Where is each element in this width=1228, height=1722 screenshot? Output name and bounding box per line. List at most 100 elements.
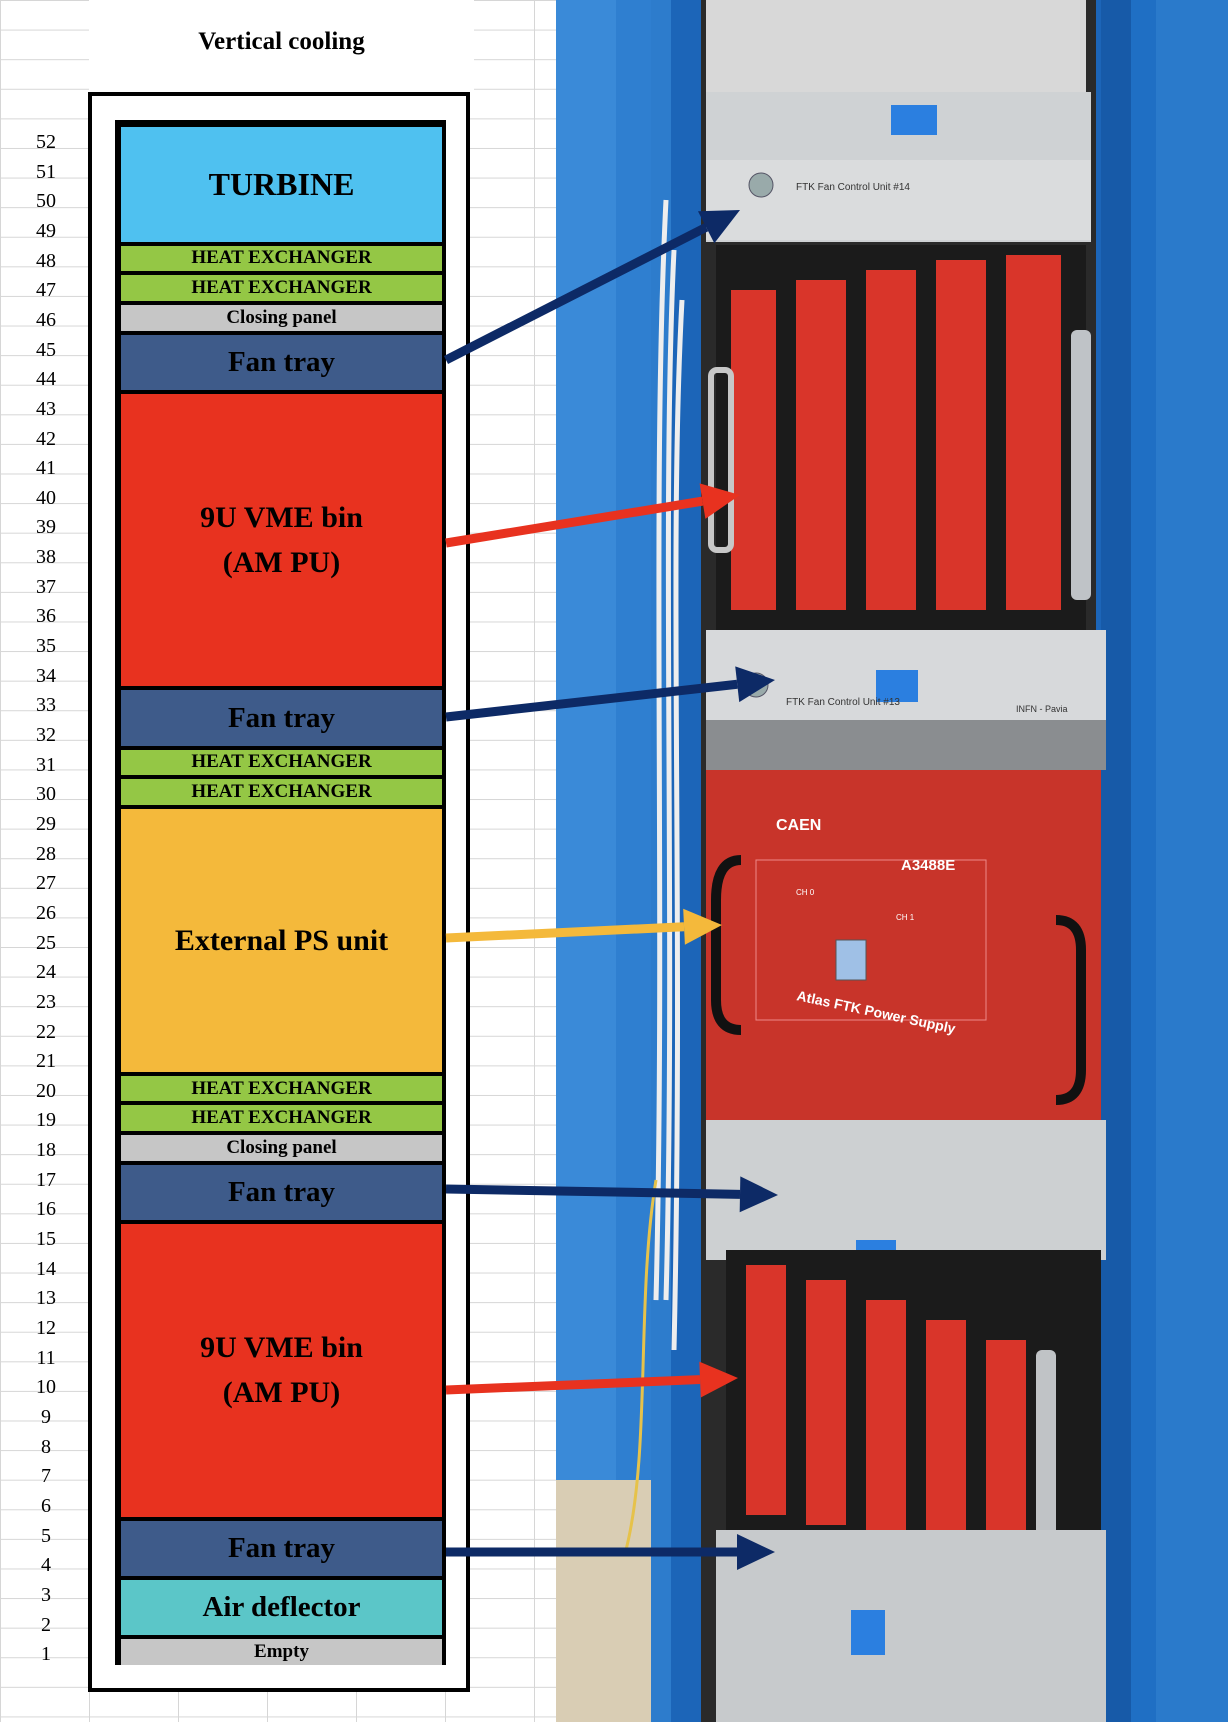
row-number: 33 <box>36 694 56 717</box>
row-number: 22 <box>36 1020 56 1043</box>
row-number: 48 <box>36 249 56 272</box>
cable-bundle <box>653 199 685 1351</box>
row-number: 7 <box>41 1465 51 1488</box>
row-number: 26 <box>36 901 56 924</box>
rack-photo: FTK Fan Control Unit #14 FTK Fan Control… <box>556 0 1228 1722</box>
row-number: 25 <box>36 931 56 954</box>
infn-label: INFN - Pavia <box>1016 704 1068 714</box>
arrow-vme-bin-1-head <box>699 483 740 519</box>
row-number: 41 <box>36 457 56 480</box>
row-number: 2 <box>41 1613 51 1636</box>
row-number: 30 <box>36 783 56 806</box>
block-fan-tray: Fan tray <box>121 1164 442 1221</box>
row-number: 38 <box>36 546 56 569</box>
row-number: 32 <box>36 724 56 746</box>
block-heat-exchanger: HEAT EXCHANGER <box>121 749 442 776</box>
fan-control-unit-14: FTK Fan Control Unit #14 <box>706 92 1091 242</box>
row-number: 17 <box>36 1168 56 1191</box>
block-9u-vme-bin-am-pu: 9U VME bin (AM PU) <box>121 393 442 687</box>
row-number: 43 <box>36 397 56 420</box>
block-heat-exchanger: HEAT EXCHANGER <box>121 1075 442 1102</box>
row-number: 52 <box>36 131 56 153</box>
vme-bin-top <box>708 245 1091 635</box>
block-closing-panel: Closing panel <box>121 304 442 331</box>
row-number: 45 <box>36 338 56 361</box>
block-air-deflector: Air deflector <box>121 1579 442 1636</box>
block-empty: Empty <box>121 1639 442 1665</box>
arrow-fan-tray-3-shaft <box>445 1184 741 1199</box>
turbine-unit <box>706 0 1086 100</box>
row-number: 35 <box>36 635 56 658</box>
row-number: 12 <box>36 1317 56 1339</box>
row-number: 47 <box>36 279 56 302</box>
model-label: A3488E <box>901 857 955 874</box>
block-fan-tray: Fan tray <box>121 1520 442 1576</box>
row-number: 18 <box>36 1139 56 1162</box>
row-number: 6 <box>41 1494 51 1517</box>
row-number: 21 <box>36 1050 56 1073</box>
block-closing-panel: Closing panel <box>121 1135 442 1161</box>
arrow-ps-unit-head <box>683 908 722 945</box>
row-number: 31 <box>36 753 56 776</box>
row-number: 49 <box>36 219 56 242</box>
arrow-vme-bin-2-shaft <box>445 1375 701 1395</box>
ch1-label: CH 1 <box>896 913 915 922</box>
row-number: 16 <box>36 1198 56 1221</box>
arrow-ps-unit-shaft <box>445 922 685 943</box>
row-number: 20 <box>36 1079 56 1102</box>
row-number: 14 <box>36 1257 56 1280</box>
row-number: 34 <box>36 664 56 687</box>
row-number: 13 <box>36 1287 56 1310</box>
row-number: 24 <box>36 961 56 984</box>
row-number: 15 <box>36 1228 56 1251</box>
vme-bin-lower <box>726 1250 1101 1550</box>
row-number: 50 <box>36 190 56 213</box>
row-number: 4 <box>41 1554 51 1577</box>
arrow-vme-bin-2-head <box>699 1361 738 1398</box>
block-heat-exchanger: HEAT EXCHANGER <box>121 245 442 272</box>
row-number: 19 <box>36 1109 56 1132</box>
title-cell <box>89 0 474 92</box>
row-number: 23 <box>36 990 56 1013</box>
arrow-vme-bin-1-shaft <box>445 496 704 548</box>
fan-tray-lower <box>706 1120 1106 1270</box>
arrow-fan-tray-4-head <box>737 1534 775 1570</box>
row-number: 1 <box>41 1643 51 1666</box>
arrow-fan-tray-2-shaft <box>445 679 738 722</box>
row-number: 39 <box>36 516 56 539</box>
fan-unit-14-label: FTK Fan Control Unit #14 <box>796 182 910 193</box>
arrow-fan-tray-1-shaft <box>443 223 709 365</box>
row-number: 5 <box>41 1524 51 1547</box>
diagram-title: Vertical cooling <box>198 28 365 55</box>
row-number: 36 <box>36 605 56 628</box>
row-number: 8 <box>41 1435 51 1458</box>
block-heat-exchanger: HEAT EXCHANGER <box>121 779 442 805</box>
fan-unit-13-label: FTK Fan Control Unit #13 <box>786 697 900 708</box>
block-external-ps-unit: External PS unit <box>121 808 442 1072</box>
block-heat-exchanger: HEAT EXCHANGER <box>121 1105 442 1132</box>
row-number: 3 <box>41 1583 51 1606</box>
arrow-fan-tray-2-head <box>735 666 775 703</box>
row-number: 46 <box>36 308 56 331</box>
row-number: 29 <box>36 812 56 835</box>
row-number: 9 <box>41 1405 51 1428</box>
row-number: 37 <box>36 575 56 598</box>
block-fan-tray: Fan tray <box>121 334 442 390</box>
ch0-label: CH 0 <box>796 888 815 897</box>
heat-exchanger-photo <box>706 720 1106 770</box>
arrow-fan-tray-1-head <box>697 210 740 244</box>
block-turbine: TURBINE <box>121 127 442 242</box>
caen-logo: CAEN <box>776 817 821 834</box>
row-number: 42 <box>36 427 56 450</box>
row-number: 44 <box>36 368 56 391</box>
fan-tray-bottom <box>716 1530 1106 1722</box>
row-number: 51 <box>36 160 56 183</box>
block-fan-tray: Fan tray <box>121 690 442 746</box>
row-number: 10 <box>36 1376 56 1399</box>
arrow-fan-tray-3-head <box>739 1176 778 1213</box>
row-number: 27 <box>36 872 56 895</box>
block-heat-exchanger: HEAT EXCHANGER <box>121 275 442 301</box>
row-number: 40 <box>36 486 56 509</box>
block-9u-vme-bin-am-pu: 9U VME bin (AM PU) <box>121 1224 442 1517</box>
